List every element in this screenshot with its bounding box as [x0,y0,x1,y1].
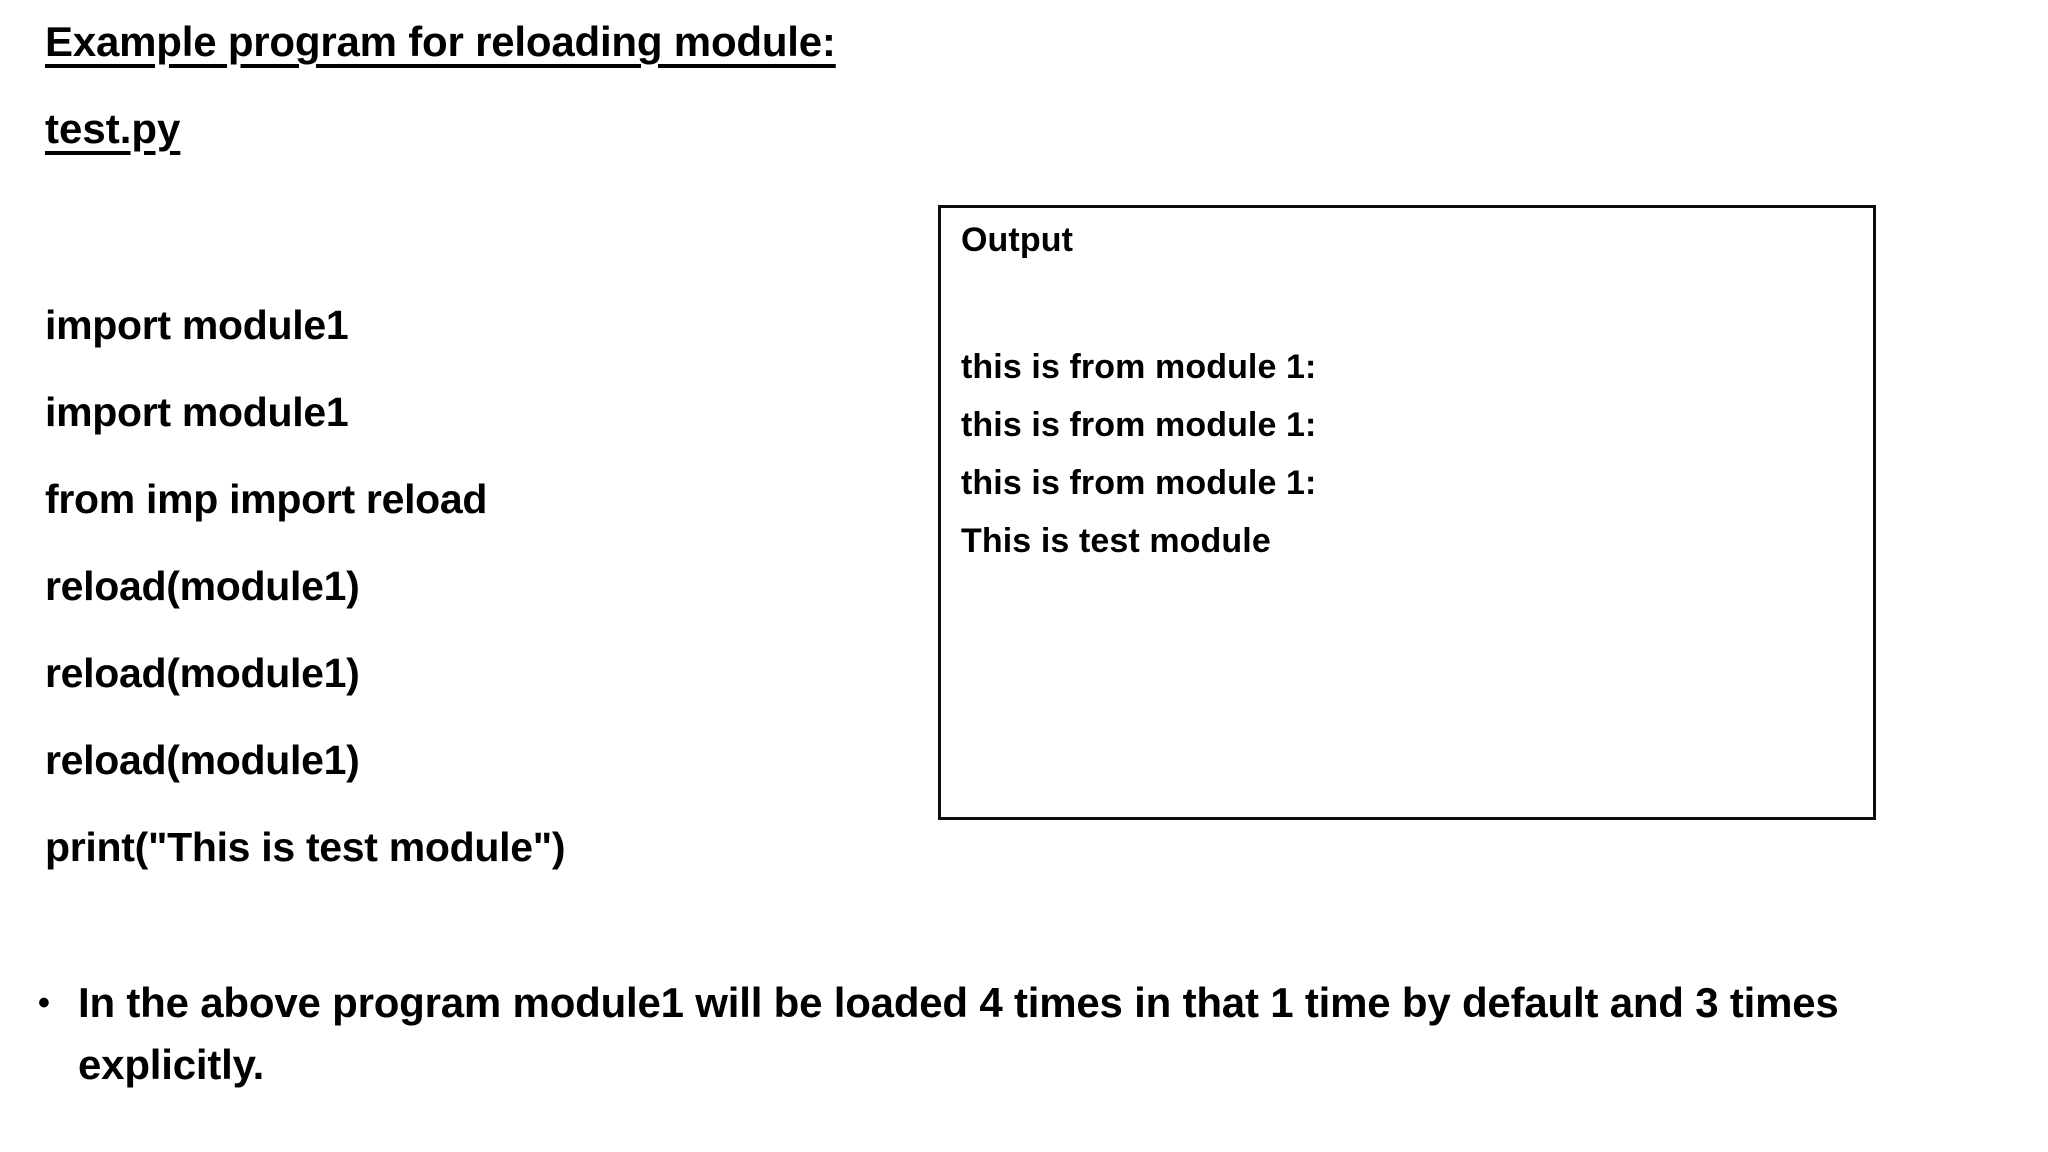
output-line: This is test module [961,522,1271,560]
bullet-icon: • [38,984,50,1022]
page-title: Example program for reloading module: [45,18,836,65]
code-line: from imp import reload [45,476,488,522]
code-line: reload(module1) [45,563,360,609]
code-line: print("This is test module") [45,824,566,870]
output-panel: Output this is from module 1: this is fr… [938,205,1876,820]
notes-list: • In the above program module1 will be l… [38,972,2028,1096]
list-item-label: In the above program module1 will be loa… [78,979,1839,1088]
output-line: this is from module 1: [961,464,1317,502]
output-line: this is from module 1: [961,348,1317,386]
output-console-text: this is from module 1: this is from modu… [961,338,1841,570]
page-subtitle: test.py [45,105,181,152]
code-line: reload(module1) [45,650,360,696]
code-listing: import module1 import module1 from imp i… [45,282,905,891]
code-line: import module1 [45,389,349,435]
code-line: reload(module1) [45,737,360,783]
list-item: • In the above program module1 will be l… [38,972,2028,1096]
output-line: this is from module 1: [961,406,1317,444]
code-line: import module1 [45,302,349,348]
output-panel-title: Output [961,221,1073,259]
